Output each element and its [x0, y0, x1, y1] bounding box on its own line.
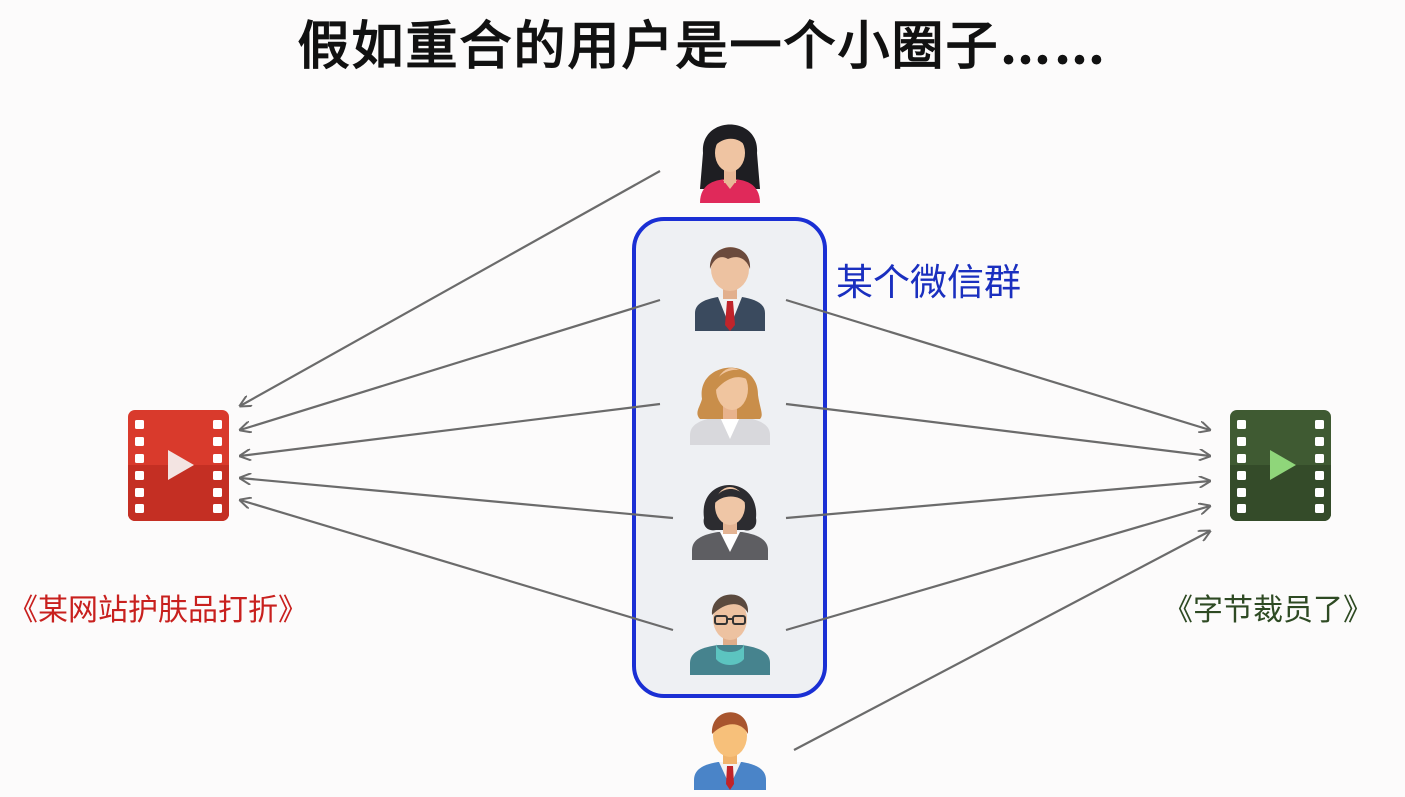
arrows-to-right-video	[785, 298, 1210, 751]
arrows-to-left-video	[240, 170, 674, 632]
man-suit-avatar-icon	[695, 247, 765, 331]
arrow-bottom-user-to-right	[793, 531, 1210, 751]
arrow-user3-to-right	[785, 402, 1210, 456]
arrow-user2-to-left	[240, 298, 661, 430]
man-avatar-icon	[694, 712, 766, 790]
arrow-user4-to-left	[240, 478, 674, 520]
woman-blonde-avatar-icon	[690, 367, 770, 445]
arrow-user5-to-left	[240, 500, 674, 632]
woman-avatar-icon	[700, 124, 760, 203]
woman-dark-avatar-icon	[692, 485, 768, 560]
arrow-user5-to-right	[785, 506, 1210, 632]
right-video-icon	[1230, 410, 1331, 521]
wechat-group-label: 某个微信群	[836, 261, 1021, 304]
page-title: 假如重合的用户是一个小圈子……	[297, 16, 1108, 77]
arrow-user2-to-right	[785, 298, 1210, 430]
man-glasses-avatar-icon	[690, 594, 770, 675]
wechat-group-box	[632, 217, 827, 698]
arrow-top-user-to-left	[240, 170, 661, 406]
left-video-caption: 《某网站护肤品打折》	[8, 593, 308, 628]
right-video-caption: 《字节裁员了》	[1163, 593, 1373, 628]
arrow-user3-to-left	[240, 402, 661, 456]
left-video-icon	[128, 410, 229, 521]
arrow-user4-to-right	[785, 481, 1210, 520]
